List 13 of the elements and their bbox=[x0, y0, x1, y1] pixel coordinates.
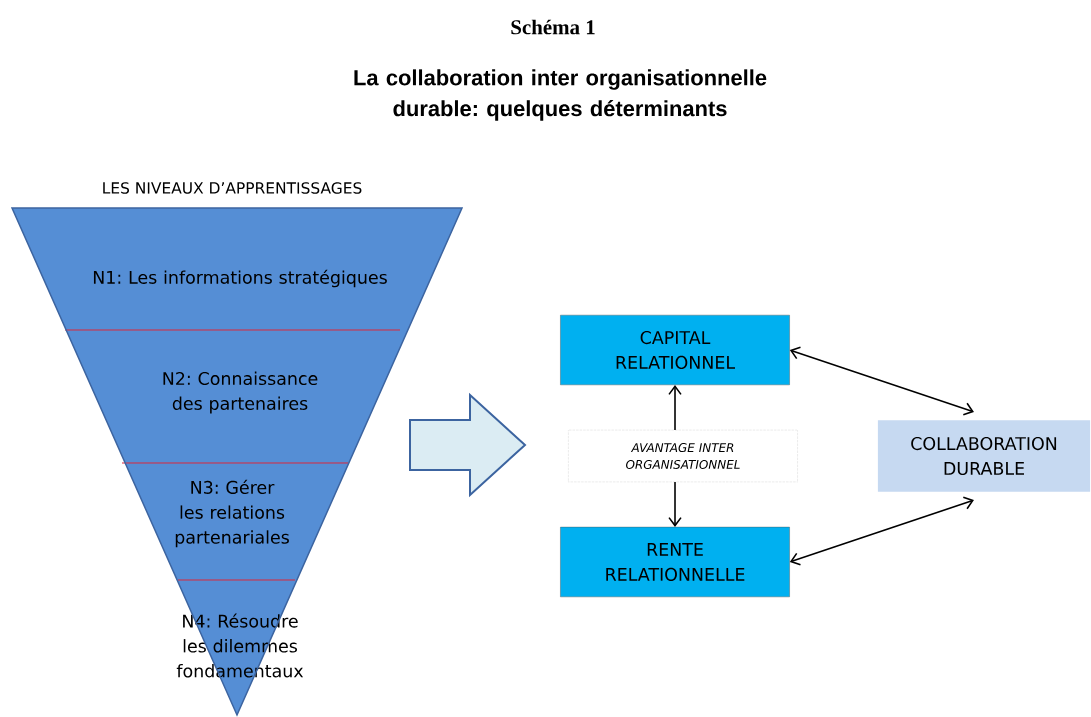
title: La collaboration inter organisationnelle durable: quelques déterminants bbox=[354, 69, 767, 121]
block-arrow bbox=[409, 392, 527, 498]
double-arrow bbox=[789, 346, 974, 416]
level-label: N3: Gérer les relations partenariales bbox=[175, 479, 289, 548]
concept-box: COLLABORATION DURABLE bbox=[877, 420, 1091, 492]
concept-box: RENTE RELATIONNELLE bbox=[560, 526, 790, 598]
concept-box: CAPITAL RELATIONNEL bbox=[560, 314, 790, 386]
node-label: LES NIVEAUX D’APPRENTISSAGES bbox=[103, 182, 362, 194]
level-label: N1: Les informations stratégiques bbox=[93, 269, 387, 288]
figure-number: Schéma 1 bbox=[511, 19, 595, 35]
edge-label: AVANTAGE INTER ORGANISATIONNEL bbox=[568, 429, 798, 483]
level-label: N2: Connaissance des partenaires bbox=[163, 371, 318, 414]
double-arrow bbox=[789, 496, 974, 566]
